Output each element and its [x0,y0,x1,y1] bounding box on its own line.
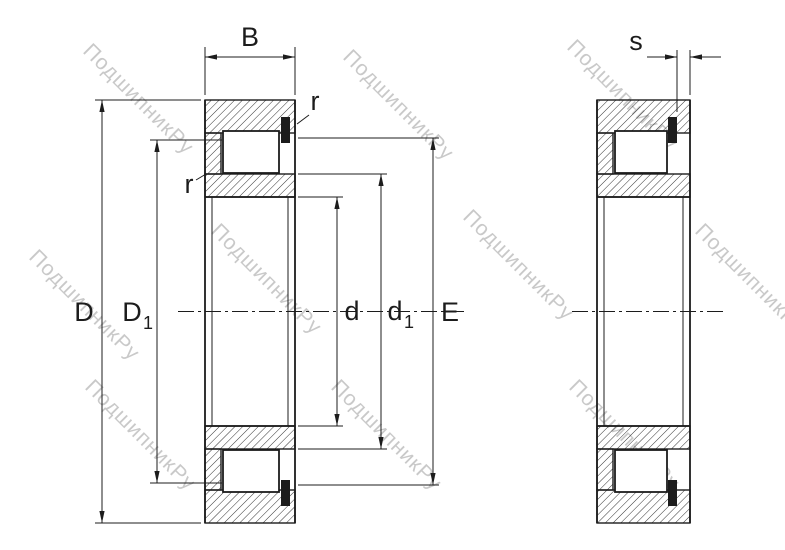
dimension-d1: d 1 [298,173,414,450]
watermark-text: ПодшипникРу [338,45,458,165]
roller-bottom [222,449,280,493]
ring-rib-top-section [596,132,614,175]
snap-ring-bottom [668,480,677,506]
right-view: s [572,26,723,524]
ring-rib-bottom-section [204,448,222,491]
radius-callout-side: r [185,169,207,199]
dimension-s: s [629,26,721,112]
label-s: s [629,26,643,56]
snap-ring-top [668,117,677,143]
leader-line [296,114,310,125]
roller-top [222,130,280,174]
outer-ring-bottom-section [204,489,296,524]
label-E: E [441,297,459,327]
label-r-side: r [185,169,194,199]
label-D1-subscript: 1 [143,313,153,333]
dimension-d: d [298,196,360,427]
label-d1: d [387,296,402,326]
label-d1-subscript: 1 [404,312,414,332]
snap-ring-top [281,117,290,143]
ring-rib-top-section [204,132,222,175]
watermark-text: ПодшипникРу [206,219,326,339]
ring-rib-bottom-section [596,448,614,491]
inner-ring-bottom-section [596,425,691,450]
radius-callout-top: r [296,86,320,125]
label-D1: D [122,297,142,327]
dimension-B: B [204,22,296,95]
inner-ring-bottom-section [204,425,296,450]
label-D: D [74,297,94,327]
dimension-E: E [298,137,459,486]
left-view: B D D 1 d d 1 [74,22,466,524]
label-r-top: r [311,86,320,116]
watermark-text: ПодшипникРу [690,219,785,339]
dimension-D: D [74,99,201,524]
label-B: B [241,22,259,52]
watermark-text: ПодшипникРу [80,375,200,495]
label-d: d [344,296,359,326]
watermark-text: ПодшипникРу [326,375,446,495]
leader-line [195,173,207,181]
watermark-text: ПодшипникРу [458,205,578,325]
dimension-D1: D 1 [122,139,222,484]
watermark-text: ПодшипникРу [78,39,198,159]
inner-ring-top-section [596,173,691,198]
snap-ring-bottom [281,480,290,506]
roller-top [614,130,668,174]
inner-ring-top-section [204,173,296,198]
roller-bottom [614,449,668,493]
